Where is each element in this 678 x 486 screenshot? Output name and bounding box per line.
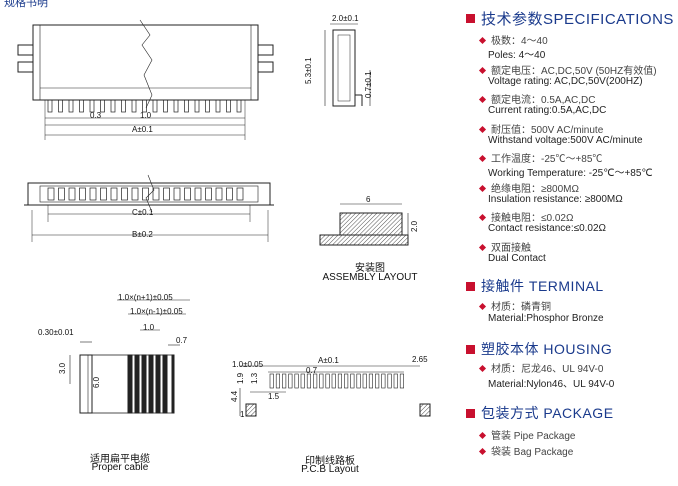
dim-pcb-07: 0.7 <box>306 366 318 375</box>
terminal-title: 接触件 TERMINAL <box>481 278 604 294</box>
dim-cable-10: 1.0 <box>143 323 155 332</box>
diamond-bullet-icon <box>478 431 487 440</box>
red-square-icon <box>466 14 475 23</box>
assembly-caption-en: ASSEMBLY LAYOUT <box>322 272 418 283</box>
red-square-icon <box>466 281 475 291</box>
dim-assembly-20: 2.0 <box>410 220 419 232</box>
package-item-pipe: 管装 Pipe Package <box>478 427 576 442</box>
spec-item-en: Withstand voltage:500V AC/minute <box>488 135 643 146</box>
dim-cable-n1: 1.0×(n+1)±0.05 <box>118 293 173 302</box>
dim-side-53: 5.3±0.1 <box>304 57 313 84</box>
terminal-material-en: Material:Phosphor Bronze <box>488 313 604 324</box>
dim-pcb-10: 1.0±0.05 <box>232 360 264 369</box>
dim-cable-60: 6.0 <box>92 376 101 388</box>
dim-pcb-44: 4.4 <box>230 390 239 402</box>
diamond-bullet-icon <box>478 447 487 456</box>
pcb-caption-cn: 印制线路板 <box>305 456 355 467</box>
diamond-bullet-icon <box>478 66 487 75</box>
dim-pcb-1: 1 <box>240 410 245 419</box>
connector-top-body <box>32 24 259 101</box>
dim-cable-nm1: 1.0×(n-1)±0.05 <box>130 307 183 316</box>
housing-heading: 塑胶本体 HOUSING <box>466 339 612 359</box>
package-heading: 包装方式 PACKAGE <box>466 403 614 423</box>
diamond-bullet-icon <box>478 364 487 373</box>
terminal-heading: 接触件 TERMINAL <box>466 276 604 296</box>
dim-front-c: C±0.1 <box>132 208 154 217</box>
spec-item-en: Current rating:0.5A,AC,DC <box>488 105 607 116</box>
pcb-caption-en: P.C.B Layout <box>301 464 359 475</box>
dim-top-10: 1.0 <box>140 111 152 120</box>
cable-caption-cn: 适用扁平电缆 <box>90 454 150 465</box>
dim-top-03: 0.3 <box>90 111 102 120</box>
dim-cable-030: 0.30±0.01 <box>38 328 74 337</box>
spec-item-cn: 额定电压：AC,DC,50V (50HZ有效值) <box>478 62 657 77</box>
spec-item-en: Working Temperature: -25℃～+85℃ <box>488 168 653 179</box>
package-item-bag: 袋装 Bag Package <box>478 443 573 458</box>
diamond-bullet-icon <box>478 95 487 104</box>
diamond-bullet-icon <box>478 302 487 311</box>
front-view-pins <box>47 187 244 201</box>
spec-item-en: Dual Contact <box>488 253 546 264</box>
housing-material-cn: 材质：尼龙46、UL 94V-0 <box>478 360 603 375</box>
red-square-icon <box>466 344 475 354</box>
diamond-bullet-icon <box>478 184 487 193</box>
dim-front-b: B±0.2 <box>132 230 153 239</box>
dim-pcb-13: 1.3 <box>250 372 259 384</box>
dim-cable-07: 0.7 <box>176 336 188 345</box>
header-fragment: 规格书明 <box>4 0 48 9</box>
terminal-material-cn: 材质：磷青铜 <box>478 298 551 313</box>
housing-material-en: Material:Nylon46、UL 94V-0 <box>488 379 615 390</box>
specs-heading: 技术参数SPECIFICATIONS <box>466 8 674 29</box>
diamond-bullet-icon <box>478 154 487 163</box>
pcb-pads <box>269 373 405 389</box>
spec-item-en: Poles: 4～40 <box>488 50 546 61</box>
housing-title: 塑胶本体 HOUSING <box>481 341 613 357</box>
spec-item-cn: 额定电流：0.5A,AC,DC <box>478 91 595 106</box>
spec-item-en: Voltage rating: AC,DC,50V(200HZ) <box>488 76 643 87</box>
cable-conductors <box>127 354 175 414</box>
specs-title: 技术参数SPECIFICATIONS <box>481 11 674 28</box>
dim-side-07: 0.7±0.1 <box>364 71 373 98</box>
cable-caption-en: Proper cable <box>91 462 149 473</box>
connector-side-body <box>332 29 356 107</box>
dim-assembly-6: 6 <box>366 195 371 204</box>
top-view-pins <box>47 99 242 113</box>
dim-pcb-15: 1.5 <box>268 392 280 401</box>
diamond-bullet-icon <box>478 213 487 222</box>
diamond-bullet-icon <box>478 243 487 252</box>
dim-cable-30: 3.0 <box>58 362 67 374</box>
spec-item-cn: 接触电阻：≤0.02Ω <box>478 209 573 224</box>
spec-item-en: Contact resistance:≤0.02Ω <box>488 223 607 234</box>
red-square-icon <box>466 408 475 418</box>
dim-pcb-a: A±0.1 <box>318 356 339 365</box>
diamond-bullet-icon <box>478 125 487 134</box>
spec-item-cn: 极数：4～40 <box>478 32 548 47</box>
spec-item-cn: 耐压值：500V AC/minute <box>478 121 603 136</box>
package-title: 包装方式 PACKAGE <box>481 405 614 421</box>
diamond-bullet-icon <box>478 36 487 45</box>
spec-item-cn: 工作温度：-25℃～+85℃ <box>478 150 602 165</box>
dim-side-20: 2.0±0.1 <box>332 14 359 23</box>
spec-item-en: Insulation resistance: ≥800MΩ <box>488 194 623 205</box>
dim-top-a: A±0.1 <box>132 125 153 134</box>
spec-item-cn: 绝缘电阻：≥800MΩ <box>478 180 579 195</box>
dim-pcb-19: 1.9 <box>236 372 245 384</box>
assembly-caption-cn: 安装图 <box>355 263 385 274</box>
spec-item-cn: 双面接触 <box>478 239 531 254</box>
dim-pcb-265: 2.65 <box>412 355 428 364</box>
